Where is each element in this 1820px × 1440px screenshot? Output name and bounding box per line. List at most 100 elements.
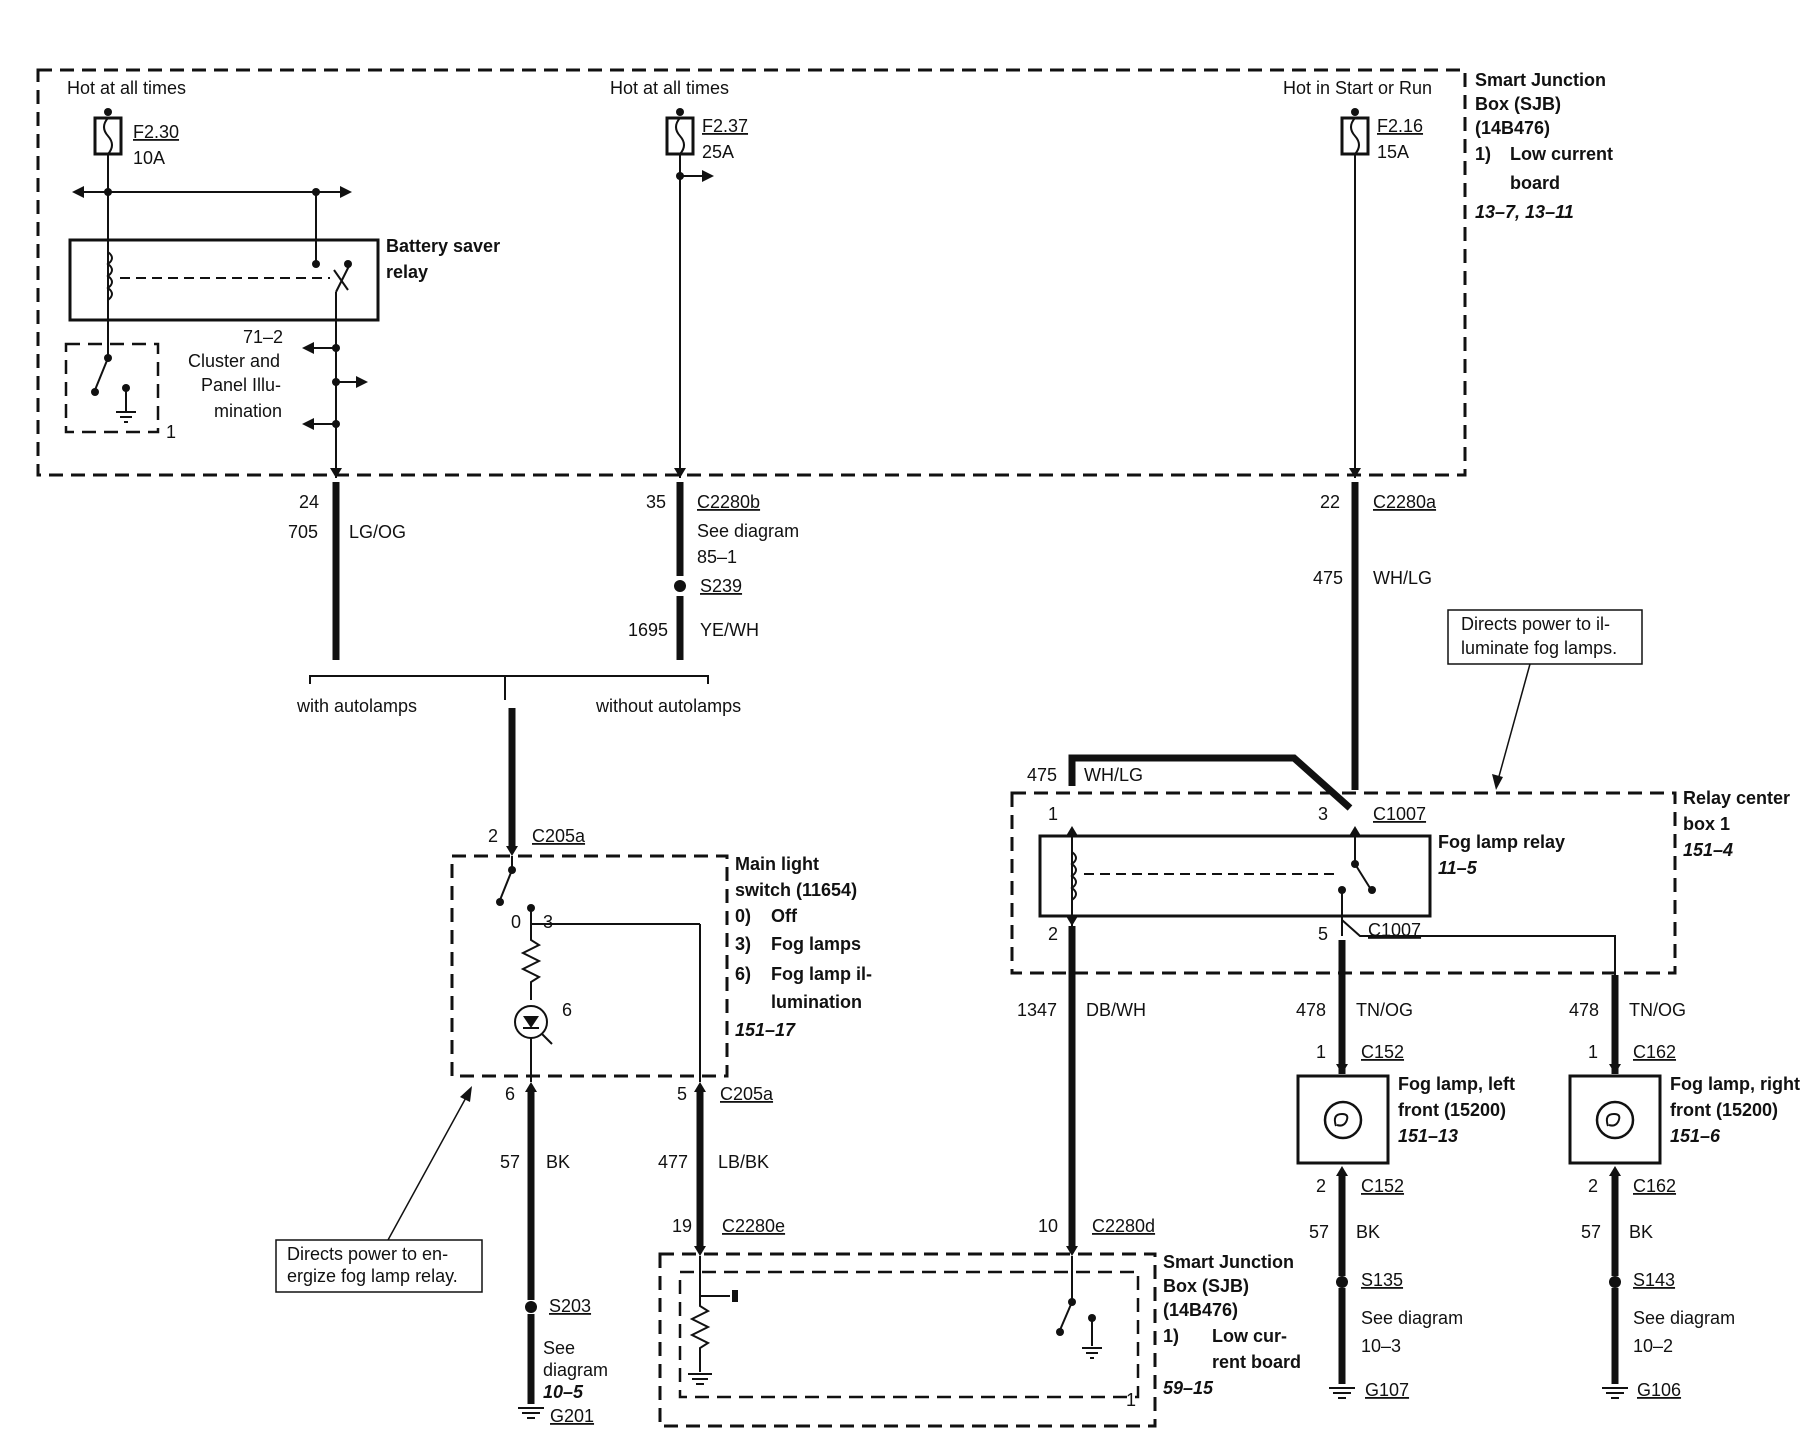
sjb-top-item-2: board <box>1510 173 1560 193</box>
hot-label-2: Hot at all times <box>610 78 729 98</box>
lamp-right-circuit-57: 57 <box>1581 1222 1601 1242</box>
ground-g107: G107 <box>1365 1380 1409 1400</box>
color-475: WH/LG <box>1373 568 1432 588</box>
conn-c162-b: C162 <box>1633 1176 1676 1196</box>
splice-s239-icon <box>674 580 686 592</box>
ground-g106-icon <box>1602 1387 1628 1399</box>
switch-pos-0: 0 <box>511 912 521 932</box>
callout-energize-2: ergize fog lamp relay. <box>287 1266 458 1286</box>
wire-475-wh-lg <box>1068 754 1353 811</box>
hot-label-1: Hot at all times <box>67 78 186 98</box>
splice-s143-icon <box>1609 1276 1621 1288</box>
lamp-right-see-ref: 10–2 <box>1633 1336 1673 1356</box>
conn-c2280b: C2280b <box>697 492 760 512</box>
sjb-bottom-num: 1 <box>1126 1390 1136 1410</box>
ground-g201-icon <box>518 1407 544 1419</box>
with-autolamps: with autolamps <box>296 696 417 716</box>
ground-g106: G106 <box>1637 1380 1681 1400</box>
conn-c162-a: C162 <box>1633 1042 1676 1062</box>
pin-35: 35 <box>646 492 666 512</box>
color-478-left: TN/OG <box>1356 1000 1413 1020</box>
fuse-f216-amp: 15A <box>1377 142 1409 162</box>
splice-s135-icon <box>1336 1276 1348 1288</box>
fog-lamp-right <box>1568 1074 1662 1165</box>
circuit-475-b: 475 <box>1027 765 1057 785</box>
callout-illuminate <box>1447 609 1643 665</box>
lamp-left-title-2: front (15200) <box>1398 1100 1506 1120</box>
lamp-right-pin-1: 1 <box>1588 1042 1598 1062</box>
relay-pin-1: 1 <box>1048 804 1058 824</box>
see-diagram-85-ref: 85–1 <box>697 547 737 567</box>
circuit-57-a: 57 <box>500 1152 520 1172</box>
circuit-1347: 1347 <box>1017 1000 1057 1020</box>
conn-c205a-bottom: C205a <box>720 1084 774 1104</box>
circuit-475: 475 <box>1313 568 1343 588</box>
sjb-bottom-box <box>658 1246 1157 1428</box>
splice-s143: S143 <box>1633 1270 1675 1290</box>
sjb-bottom-item-num: 1) <box>1163 1326 1179 1346</box>
illum-label-3: mination <box>214 401 282 421</box>
color-478-right: TN/OG <box>1629 1000 1686 1020</box>
sjb-bottom-title-2: Box (SJB) <box>1163 1276 1249 1296</box>
pin-10: 10 <box>1038 1216 1058 1236</box>
color-1347: DB/WH <box>1086 1000 1146 1020</box>
autolamps-bracket <box>309 675 709 684</box>
circuit-705: 705 <box>288 522 318 542</box>
see-s203-ref: 10–5 <box>543 1382 584 1402</box>
lamp-right-title-1: Fog lamp, right <box>1670 1074 1800 1094</box>
fuse-f230-amp: 10A <box>133 148 165 168</box>
sjb-top-title-3: (14B476) <box>1475 118 1550 138</box>
color-477: LB/BK <box>718 1152 769 1172</box>
sjb-top-item-1: Low current <box>1510 144 1613 164</box>
splice-s203-icon <box>525 1301 537 1313</box>
fog-relay-ref: 11–5 <box>1438 858 1478 878</box>
lamp-right-pin-2: 2 <box>1588 1176 1598 1196</box>
sjb-switch-num: 1 <box>166 422 176 442</box>
sjb-bottom-ref: 59–15 <box>1163 1378 1214 1398</box>
illum-label-1: Cluster and <box>188 351 280 371</box>
color-475-b: WH/LG <box>1084 765 1143 785</box>
splice-s239: S239 <box>700 576 742 596</box>
lamp-right-title-2: front (15200) <box>1670 1100 1778 1120</box>
conn-c152-a: C152 <box>1361 1042 1404 1062</box>
ground-g201: G201 <box>550 1406 594 1426</box>
without-autolamps: without autolamps <box>595 696 741 716</box>
fuse-f237-id: F2.37 <box>702 116 748 136</box>
callout-illuminate-2: luminate fog lamps. <box>1461 638 1617 658</box>
see-s203-a: See <box>543 1338 575 1358</box>
circuit-478-right: 478 <box>1569 1000 1599 1020</box>
fog-lamp-relay <box>1038 834 1432 918</box>
relay-center-title-2: box 1 <box>1683 814 1730 834</box>
lamp-left-pin-1: 1 <box>1316 1042 1326 1062</box>
opt-3-label: Fog lamps <box>771 934 861 954</box>
fuse-f237-amp: 25A <box>702 142 734 162</box>
relay-center-ref: 151–4 <box>1683 840 1733 860</box>
splice-s203: S203 <box>549 1296 591 1316</box>
illum-ref: 71–2 <box>243 327 283 347</box>
circuit-478-left: 478 <box>1296 1000 1326 1020</box>
conn-c2280d: C2280d <box>1092 1216 1155 1236</box>
color-1695: YE/WH <box>700 620 759 640</box>
fog-relay-label: Fog lamp relay <box>1438 832 1565 852</box>
circuit-477: 477 <box>658 1152 688 1172</box>
fuse-f216-id: F2.16 <box>1377 116 1423 136</box>
main-switch-ref: 151–17 <box>735 1020 796 1040</box>
circuit-1695: 1695 <box>628 620 668 640</box>
opt-6-label-2: lumination <box>771 992 862 1012</box>
main-switch-title-1: Main light <box>735 854 819 874</box>
switch-pos-6: 6 <box>562 1000 572 1020</box>
sjb-bottom-title-3: (14B476) <box>1163 1300 1238 1320</box>
splice-s135: S135 <box>1361 1270 1403 1290</box>
color-bk-a: BK <box>546 1152 570 1172</box>
lamp-left-pin-2: 2 <box>1316 1176 1326 1196</box>
callout-energize <box>275 1239 483 1293</box>
lamp-right-ref: 151–6 <box>1670 1126 1721 1146</box>
conn-c2280e: C2280e <box>722 1216 785 1236</box>
sjb-bottom-item-2: rent board <box>1212 1352 1301 1372</box>
fog-lamp-left <box>1296 1074 1390 1165</box>
bulb-right-icon <box>1605 1112 1621 1127</box>
color-705: LG/OG <box>349 522 406 542</box>
fuse-f237-icon <box>665 108 695 156</box>
pin-24: 24 <box>299 492 319 512</box>
relay-pin-5: 5 <box>1318 924 1328 944</box>
